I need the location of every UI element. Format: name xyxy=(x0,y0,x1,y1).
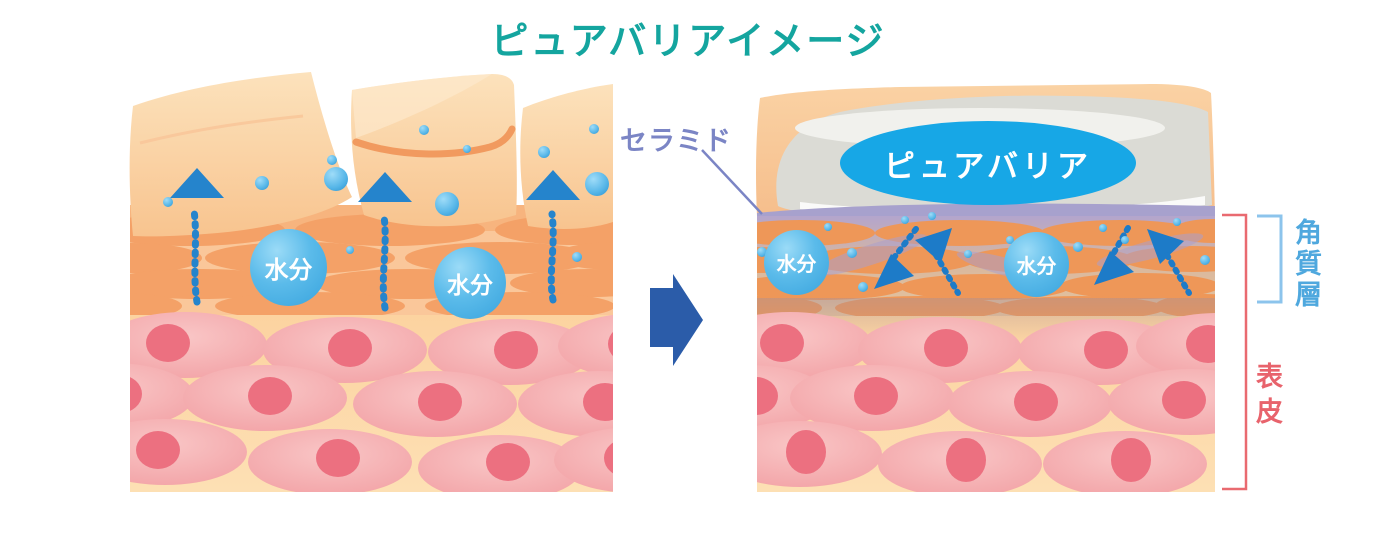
corneocyte xyxy=(555,242,613,270)
moisture-escape-arrows xyxy=(170,168,580,312)
moisture-droplet xyxy=(964,250,972,258)
skin-cell xyxy=(878,431,1042,492)
moisture-droplet xyxy=(324,167,348,191)
epidermis-bracket xyxy=(1222,213,1248,491)
skin-cell xyxy=(554,428,613,492)
transform-arrow xyxy=(650,274,703,366)
skin-cell xyxy=(130,312,267,378)
moisture-circle: 水分 xyxy=(434,247,506,319)
moisture-droplet xyxy=(1121,236,1129,244)
moisture-droplet xyxy=(463,145,471,153)
stratum-corneum-label: 角質層 xyxy=(1291,218,1321,311)
moisture-droplet xyxy=(589,124,599,134)
pure-barrier-label: ピュアバリア xyxy=(883,148,1093,184)
skin-cell xyxy=(790,365,954,431)
skin-flake xyxy=(129,72,352,237)
moisture-droplet xyxy=(435,192,459,216)
moisture-droplet xyxy=(346,246,354,254)
skin-cell xyxy=(1043,431,1207,492)
corneocyte xyxy=(510,269,613,297)
moisture-escape-arrow xyxy=(170,168,224,306)
moisture-escape-arrow xyxy=(526,170,580,304)
skin-cell xyxy=(248,429,412,492)
corneocyte xyxy=(215,292,405,320)
flake-curl-highlight xyxy=(352,74,492,138)
moisture-droplet xyxy=(824,223,832,231)
moisture-circle: 水分 xyxy=(764,230,829,295)
moisture-bounce-arrow xyxy=(874,226,919,289)
moisture-droplet xyxy=(585,172,609,196)
skin-cell xyxy=(263,317,427,383)
moisture-droplet xyxy=(538,146,550,158)
left-skin-block xyxy=(129,72,613,492)
moisture-droplet xyxy=(858,282,868,292)
flake-crease xyxy=(139,114,304,145)
flake-crack xyxy=(352,125,516,158)
epidermis-label: 表皮 xyxy=(1252,362,1282,432)
skin-cell xyxy=(1108,369,1215,435)
skin-cell xyxy=(757,421,882,487)
skin-cell xyxy=(130,419,247,485)
skin-cell xyxy=(418,435,582,492)
ceramide-label: セラミド xyxy=(620,126,732,156)
skin-cell xyxy=(428,319,592,385)
moisture-escape-arrow xyxy=(358,172,412,312)
moisture-droplet xyxy=(255,176,269,190)
ceramide-pointer-line xyxy=(701,149,763,215)
skin-cell xyxy=(558,314,613,378)
pure-barrier-badge: ピュアバリア xyxy=(840,121,1136,205)
moisture-circle: 水分 xyxy=(250,229,327,306)
page-title: ピュアバリアイメージ xyxy=(490,21,886,63)
moisture-droplet xyxy=(419,125,429,135)
epidermis-cells-right xyxy=(757,312,1215,492)
moisture-droplet xyxy=(928,212,936,220)
moisture-droplet xyxy=(1073,242,1083,252)
moisture-droplets-right xyxy=(757,212,1210,292)
corneocyte xyxy=(130,293,182,319)
moisture-droplet xyxy=(1099,224,1107,232)
moisture-bounce-arrow xyxy=(1094,225,1134,285)
skin-cell xyxy=(757,312,872,378)
moisture-droplet xyxy=(327,155,337,165)
skin-cell xyxy=(183,365,347,431)
moisture-droplet xyxy=(572,252,582,262)
epidermis-cells-left xyxy=(130,312,613,492)
moisture-droplets-left xyxy=(163,124,609,262)
moisture-droplet xyxy=(901,216,909,224)
moisture-droplet xyxy=(163,197,173,207)
skin-cell xyxy=(130,363,194,429)
skin-cell xyxy=(858,317,1022,383)
skin-flake xyxy=(520,84,613,229)
moisture-droplet xyxy=(1200,255,1210,265)
moisture-circle: 水分 xyxy=(1004,232,1069,297)
skin-cell xyxy=(1136,313,1215,379)
skin-cell xyxy=(948,371,1112,437)
stratum-corneum-bracket xyxy=(1257,214,1283,304)
moisture-bounce-arrow xyxy=(1147,229,1192,296)
moisture-bounce-arrow xyxy=(915,228,961,296)
skin-cell xyxy=(353,371,517,437)
moisture-droplet xyxy=(847,248,857,258)
moisture-bounce-arrows xyxy=(874,225,1192,296)
moisture-droplet xyxy=(1173,218,1181,226)
skin-cell xyxy=(518,371,613,437)
corneocyte xyxy=(130,243,202,273)
